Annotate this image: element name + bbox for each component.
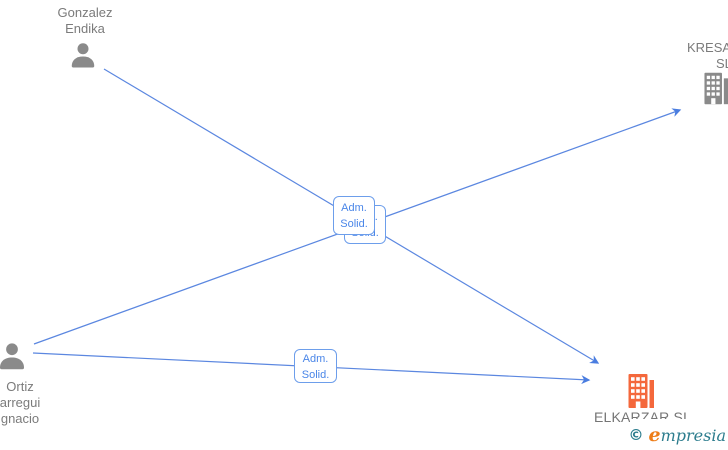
node-label-line: Endika <box>65 21 105 36</box>
node-label-line: arregui <box>0 395 41 410</box>
building-icon-orange[interactable] <box>628 374 654 408</box>
node-label-kresal-sl[interactable]: SL <box>716 56 728 71</box>
node-label-line: Gonzalez <box>57 5 113 20</box>
node-label-ortiz[interactable]: Ortiz arregui gnacio <box>0 379 70 427</box>
building-icon[interactable] <box>704 72 728 105</box>
node-label-kresal[interactable]: KRESAL <box>687 40 728 55</box>
node-label-line: Ortiz <box>6 379 34 394</box>
empresia-logo: empresia <box>648 423 727 446</box>
edge-label-line: Adm. <box>341 202 367 214</box>
edge-label-box-lower[interactable]: Adm. Solid. <box>294 349 337 383</box>
edge-label-line: Solid. <box>301 369 330 381</box>
edge-label-box-front[interactable]: Adm. Solid. <box>333 196 375 235</box>
person-icon[interactable] <box>0 341 28 373</box>
person-icon[interactable] <box>68 41 98 71</box>
node-label-gonzalez-endika[interactable]: Gonzalez Endika <box>25 5 145 37</box>
copyright-icon: © <box>628 425 644 444</box>
empresia-watermark: © empresia <box>628 419 728 450</box>
edge-label-line: Solid. <box>340 218 368 230</box>
node-label-line: gnacio <box>0 411 40 426</box>
edge-label-line: Adm. <box>302 353 329 365</box>
